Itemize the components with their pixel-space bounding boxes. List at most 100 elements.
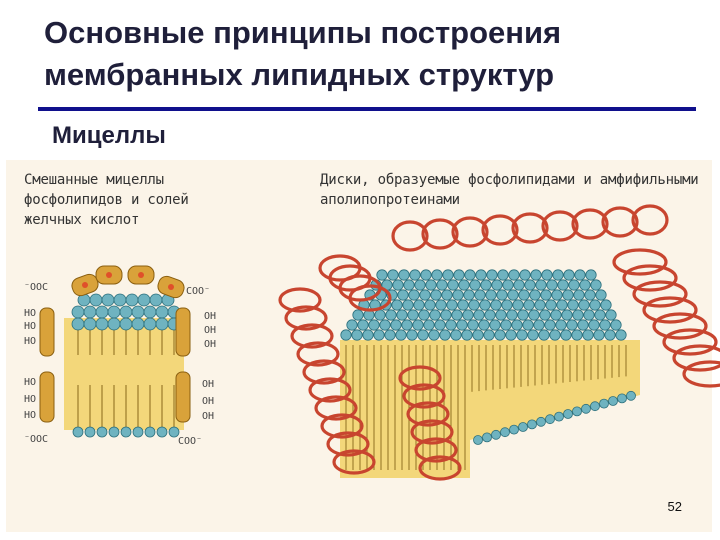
label-coo-top-right: COO⁻ [186,286,210,297]
phospholipid-head [95,317,109,331]
disc-head [523,299,535,311]
disc-head [536,416,546,427]
disc-head [535,279,547,291]
protein-helix-turn [320,413,364,439]
phospholipid-head [71,317,85,331]
phospholipid-head [149,293,163,307]
slide-title-line-2: мембранных липидных структур [44,57,555,92]
disc-head [517,309,529,321]
protein-helix-turn [414,437,458,463]
disc-head [445,319,457,331]
disc-head [533,319,545,331]
disc-head [379,319,391,331]
phospholipid-head [83,317,97,331]
mixed-micelle-drawing: ⁻OOC COO⁻ HO HO HO OH OH OH HO HO HO OH … [24,265,216,447]
disc-head [561,309,573,321]
disc-head [391,299,403,311]
disc-head [387,269,399,281]
disc-head [527,329,539,341]
disc-head [496,289,508,301]
disc-head [545,414,555,425]
disc-head [385,309,397,321]
phospholipid-head [72,426,84,438]
phospholipid-head [137,293,151,307]
label-oh: OH [202,379,214,390]
disc-head [516,329,528,341]
label-ho: HO [24,410,36,421]
disc-head [457,299,469,311]
disc-head [524,279,536,291]
disc-head [583,309,595,321]
disc-head [528,309,540,321]
disc-head [483,329,495,341]
label-oh: OH [202,411,214,422]
protein-helix-turn [481,214,519,246]
phospholipid-head [119,305,133,319]
disc-head [511,319,523,331]
disc-head [588,319,600,331]
phospholipid-head [89,293,103,307]
protein-helix-turn [652,312,708,340]
disc-tail-zone [340,340,640,478]
protein-helix-turn [398,365,442,391]
disc-head [577,319,589,331]
disc-head [431,269,443,281]
disc-head [412,319,424,331]
disc-head [572,309,584,321]
disc-head [463,289,475,301]
disc-head [456,319,468,331]
protein-helix-turn [296,341,340,367]
protein-helix-turn [672,344,720,372]
label-oh: OH [202,396,214,407]
disc-head [599,319,611,331]
disc-head [447,279,459,291]
protein-helix-turn [302,359,346,385]
disc-head [384,329,396,341]
disc-head [551,289,563,301]
disc-head [373,329,385,341]
disc-head [563,409,573,419]
label-oh: OH [204,311,216,322]
chem-labels: ⁻OOC COO⁻ HO HO HO OH OH OH HO HO HO OH … [24,282,216,447]
disc-head [608,396,618,406]
bile-salt-core [168,284,174,290]
disc-head [507,289,519,301]
protein-helix-turn [421,218,459,250]
disc-head [582,329,594,341]
phospholipid-head [107,317,121,331]
disc-head [414,279,426,291]
disc-head [473,435,483,445]
disc-head [519,269,531,281]
disc-head [468,299,480,311]
disc-head [557,279,569,291]
disc-head [392,279,404,291]
disc-head [518,289,530,301]
disc-head [429,309,441,321]
protein-helix-turn [571,208,609,240]
disc-head [544,319,556,331]
disc-head [530,269,542,281]
disc-head [479,299,491,311]
protein-helix-turn [406,401,450,427]
disc-head [357,319,369,331]
protein-helix-turn [541,210,579,242]
slide-title-line-1: Основные принципы построения [44,15,562,50]
protein-helix-turn [632,280,688,308]
label-oh: OH [204,325,216,336]
disc-head [420,269,432,281]
disc-head [545,299,557,311]
phospholipid-head [131,305,145,319]
protein-helix-turn [601,206,639,238]
disc-head [555,319,567,331]
disc-head [435,299,447,311]
protein-helix-turn [410,419,454,445]
protein-helix-turn [612,248,668,276]
micelle-bile-salts [39,265,191,423]
disc-head [472,329,484,341]
disc-head [417,329,429,341]
protein-helix-turn [391,220,429,252]
phospholipid-head [96,426,108,438]
protein-helix-turn [631,204,669,236]
protein-helix-turn [278,287,322,313]
